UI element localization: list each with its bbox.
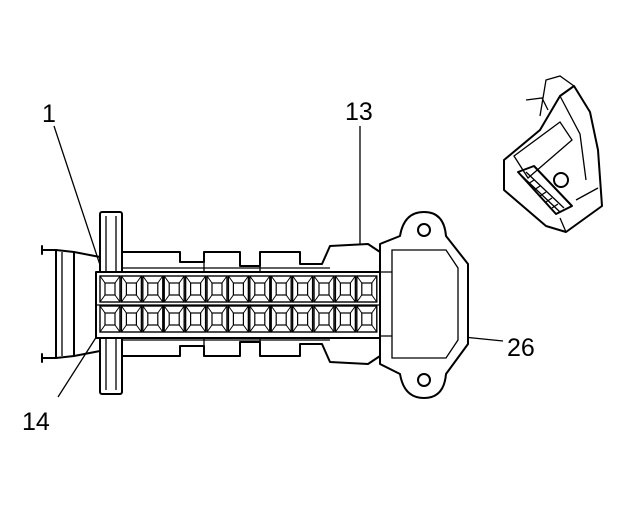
cavity-4 [163, 275, 185, 303]
cavity-3 [142, 275, 164, 303]
cavity-2 [120, 275, 143, 303]
cavity-19 [206, 305, 228, 333]
cavity-23 [291, 305, 314, 333]
pin-1-label: 1 [42, 100, 56, 128]
cavity-26 [356, 305, 378, 333]
cavity-5 [184, 275, 207, 303]
locking-latch [41, 245, 101, 363]
cavity-22 [270, 305, 292, 333]
cavity-11 [313, 275, 335, 303]
connector-body [41, 211, 469, 399]
cavity-1 [99, 275, 121, 303]
inset-pin-rows [521, 171, 565, 213]
cavity-block [95, 271, 381, 339]
cavity-7 [227, 275, 250, 303]
cavity-21 [249, 305, 271, 333]
cavity-16 [142, 305, 164, 333]
pin-13-label: 13 [345, 98, 373, 126]
leader-pin-1 [53, 125, 105, 278]
connector-isometric-inset [503, 75, 603, 233]
cavity-8 [249, 275, 271, 303]
cavity-9 [270, 275, 292, 303]
cavity-12 [334, 275, 357, 303]
cavity-10 [291, 275, 314, 303]
mounting-tab [379, 211, 469, 399]
cavity-14 [99, 305, 121, 333]
cavity-24 [313, 305, 335, 333]
pin-26-label: 26 [507, 334, 535, 362]
cavity-20 [227, 305, 250, 333]
cavity-17 [163, 305, 185, 333]
cavity-15 [120, 305, 143, 333]
cavity-grid [99, 275, 378, 333]
cavity-25 [334, 305, 357, 333]
cavity-13 [356, 275, 378, 303]
pin-14-label: 14 [22, 408, 50, 436]
cavity-6 [206, 275, 228, 303]
cavity-18 [184, 305, 207, 333]
